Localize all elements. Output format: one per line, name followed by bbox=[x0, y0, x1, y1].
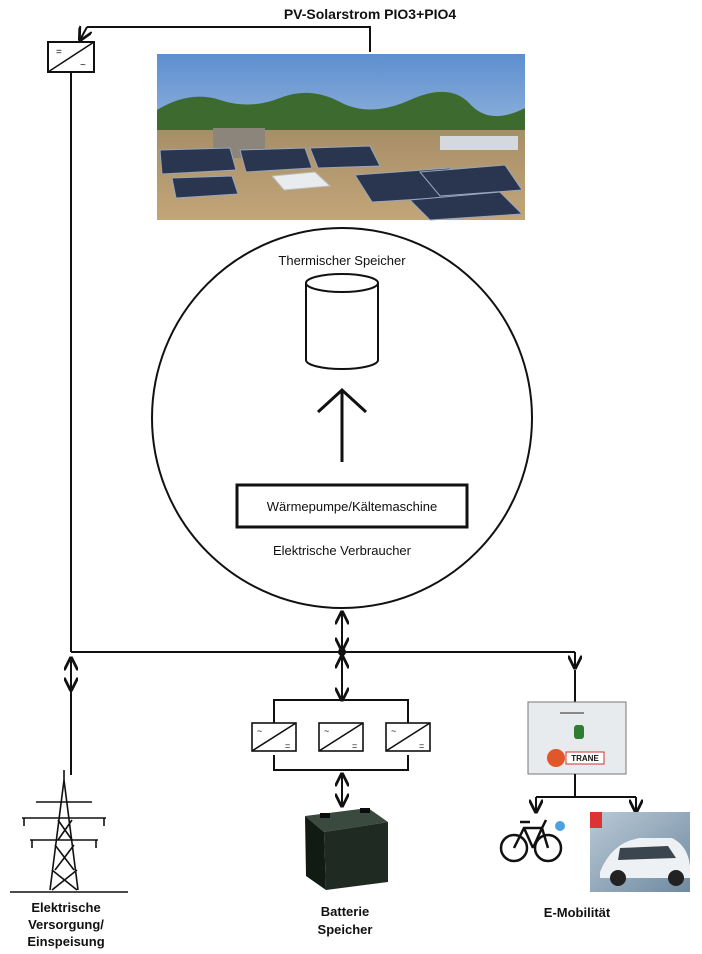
svg-text:Batterie: Batterie bbox=[321, 904, 369, 919]
thermal-storage-icon bbox=[305, 273, 379, 370]
battery-icon bbox=[305, 808, 388, 890]
battery-label: Batterie Speicher bbox=[318, 904, 373, 937]
pv-inverter-icon: = ~ bbox=[47, 41, 95, 73]
thermal-storage-label: Thermischer Speicher bbox=[278, 253, 406, 268]
svg-text:=: = bbox=[419, 741, 424, 751]
inverter-symbols: ~ = ~ = ~ = bbox=[257, 726, 424, 751]
heat-pump-box: Wärmepumpe/Kältemaschine bbox=[235, 483, 469, 529]
wallbox-icon: TRANE bbox=[527, 701, 627, 775]
bicycle-charge-badge bbox=[555, 821, 565, 831]
consumers-label: Elektrische Verbraucher bbox=[273, 543, 412, 558]
svg-text:Versorgung/: Versorgung/ bbox=[28, 917, 104, 932]
charger-split-lines bbox=[536, 774, 636, 812]
solar-roof-photo bbox=[157, 54, 525, 221]
battery-inverter-icons bbox=[251, 722, 431, 752]
svg-text:~: ~ bbox=[324, 726, 329, 736]
consumers-circle bbox=[151, 227, 533, 609]
svg-text:Elektrische: Elektrische bbox=[31, 900, 100, 915]
grid-label: Elektrische Versorgung/ Einspeisung bbox=[27, 900, 104, 949]
diagram-title: PV-Solarstrom PIO3+PIO4 bbox=[284, 6, 457, 22]
svg-text:=: = bbox=[56, 47, 62, 58]
svg-text:~: ~ bbox=[391, 726, 396, 736]
svg-text:=: = bbox=[285, 741, 290, 751]
svg-text:Wärmepumpe/Kältemaschine: Wärmepumpe/Kältemaschine bbox=[267, 499, 438, 514]
pylon-icon bbox=[10, 770, 128, 893]
bicycle-icon bbox=[499, 819, 563, 863]
pv-feed-line bbox=[80, 27, 371, 52]
charger-brand: TRANE bbox=[571, 754, 599, 763]
car-photo bbox=[590, 812, 690, 892]
heat-flow-arrow bbox=[316, 387, 368, 462]
svg-text:Einspeisung: Einspeisung bbox=[27, 934, 104, 949]
emobility-label: E-Mobilität bbox=[544, 905, 611, 920]
battery-inverter-bus bbox=[273, 699, 409, 771]
svg-text:~: ~ bbox=[257, 726, 262, 736]
svg-text:Speicher: Speicher bbox=[318, 922, 373, 937]
svg-text:=: = bbox=[352, 741, 357, 751]
svg-text:~: ~ bbox=[80, 60, 86, 71]
